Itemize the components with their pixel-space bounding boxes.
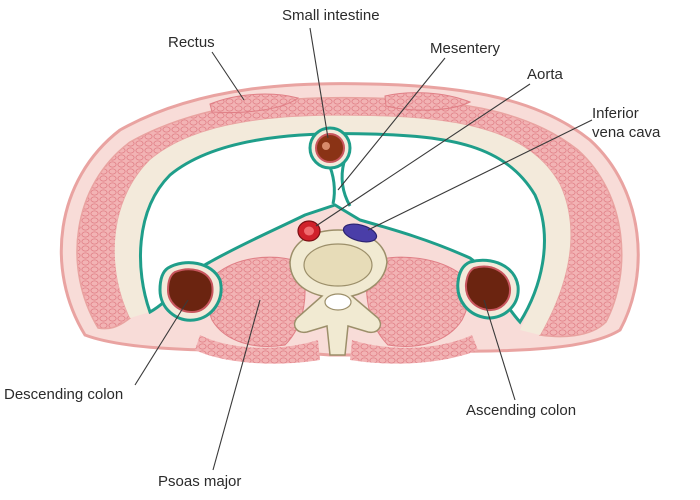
label-small-intestine: Small intestine <box>282 7 380 24</box>
ascending-colon-lumen <box>464 265 512 312</box>
leader-small-intestine <box>309 27 329 139</box>
label-ivc-line1: Inferior <box>592 105 639 122</box>
leader-mesentery <box>337 57 446 191</box>
back-muscle-right <box>350 335 478 364</box>
label-aorta: Aorta <box>527 66 564 83</box>
leader-ivc <box>367 119 593 231</box>
back-muscle-left <box>195 335 320 364</box>
label-ascending-colon: Ascending colon <box>466 402 576 419</box>
descending-colon-lumen <box>166 268 214 314</box>
ivc-vessel <box>342 223 378 243</box>
leader-ascending-colon <box>483 299 516 401</box>
aorta-lumen <box>304 226 314 236</box>
vertebral-body <box>303 243 373 287</box>
label-descending-colon: Descending colon <box>4 386 123 403</box>
leader-aorta <box>315 83 531 227</box>
leader-rectus <box>211 51 245 101</box>
leader-psoas-major <box>212 299 261 471</box>
small-intestine-texture <box>322 142 330 150</box>
label-ivc-line2: vena cava <box>592 124 661 141</box>
label-psoas-major: Psoas major <box>158 473 241 490</box>
rectus-muscle-left <box>209 93 300 113</box>
label-mesentery: Mesentery <box>430 40 501 57</box>
label-rectus: Rectus <box>168 34 215 51</box>
peritoneal-cavity <box>138 132 546 325</box>
small-intestine-lumen <box>315 133 345 163</box>
spinal-canal <box>324 293 352 311</box>
leader-descending-colon <box>134 299 189 386</box>
